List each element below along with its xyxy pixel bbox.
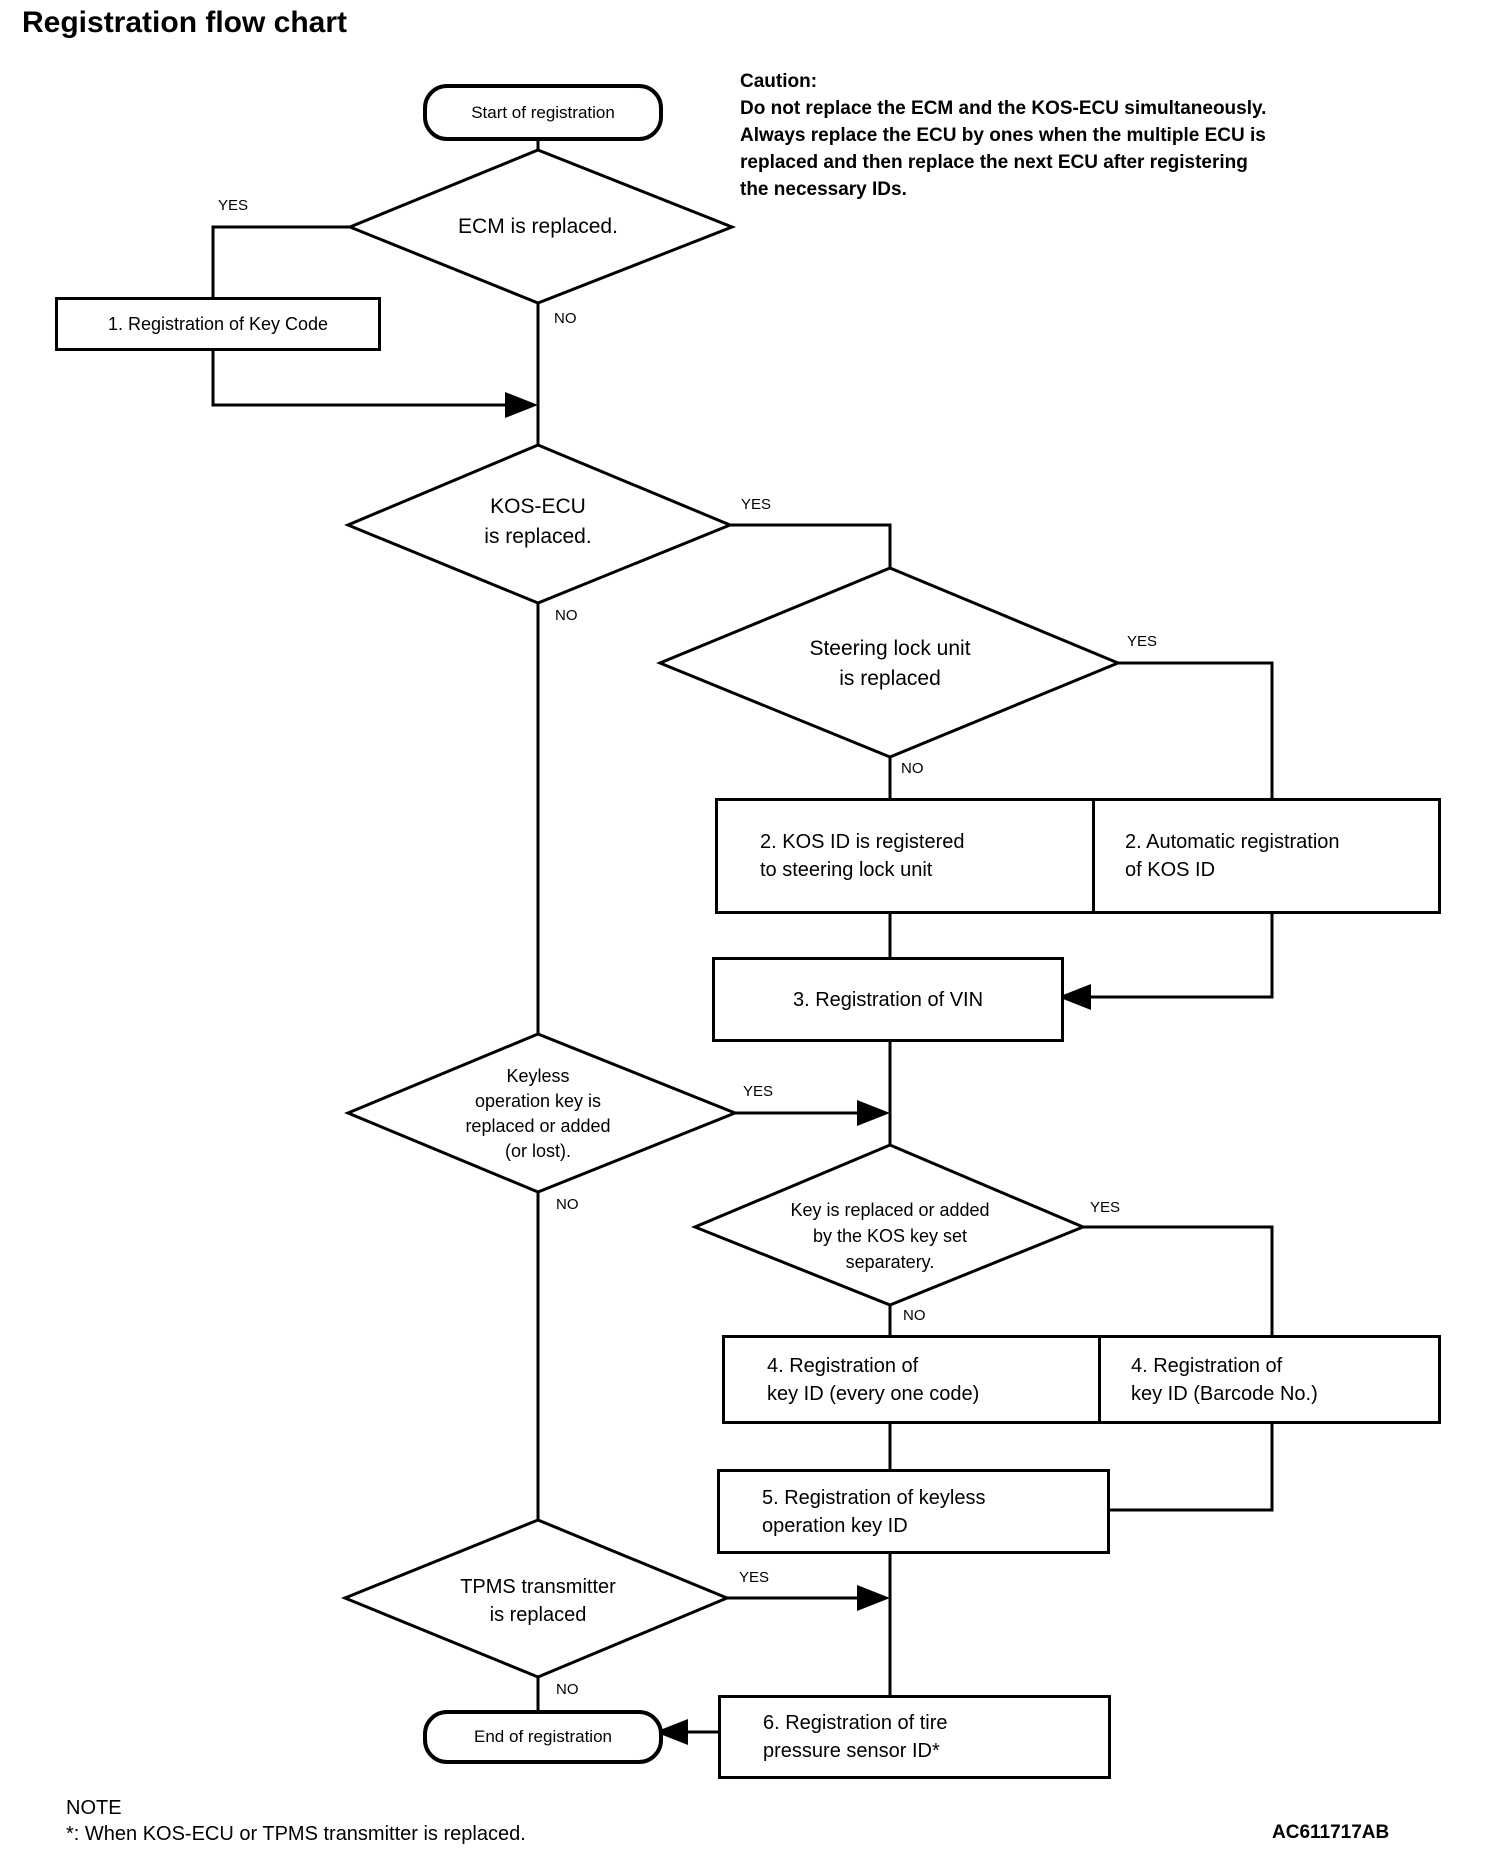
edge-label-keyless-no: NO — [556, 1196, 579, 1213]
flow-line-steering-yes — [1118, 661, 1274, 798]
process-4a-box: 4. Registration of key ID (every one cod… — [722, 1335, 1116, 1424]
decision-steering-line: is replaced — [839, 667, 941, 690]
arrowhead-icon — [857, 1585, 890, 1611]
process-6-line: pressure sensor ID* — [763, 1740, 940, 1762]
terminal-end: End of registration — [423, 1710, 663, 1764]
edge-label-ecm-yes: YES — [218, 197, 249, 214]
arrowhead-icon — [1058, 984, 1091, 1010]
terminal-start: Start of registration — [423, 84, 663, 141]
edge-label-tpms-yes: YES — [739, 1569, 770, 1586]
note-text: *: When KOS-ECU or TPMS transmitter is r… — [66, 1823, 526, 1845]
decision-tpms-label: TPMS transmitter is replaced — [408, 1573, 668, 1629]
decision-key-line: Key is replaced or added — [790, 1200, 990, 1220]
edge-label-steering-no: NO — [901, 760, 924, 777]
decision-kos-shape — [344, 443, 734, 605]
decision-ecm-label: ECM is replaced. — [458, 215, 618, 238]
edge-label-tpms-no: NO — [556, 1681, 579, 1698]
process-3-label: 3. Registration of VIN — [792, 988, 984, 1011]
process-4a-line: 4. Registration of — [767, 1354, 919, 1377]
process-2a-line: to steering lock unit — [760, 859, 933, 881]
decision-keyless-label: Keyless operation key is replaced or add… — [408, 1064, 668, 1164]
flow-line-kos-yes — [730, 523, 892, 568]
edge-label-keyless-yes: YES — [743, 1083, 774, 1100]
note-heading: NOTE — [66, 1797, 122, 1819]
edge-label-steering-yes: YES — [1127, 633, 1158, 650]
process-6-line: 6. Registration of tire — [763, 1712, 948, 1734]
process-4b-line: 4. Registration of — [1131, 1354, 1283, 1377]
process-2a-box: 2. KOS ID is registered to steering lock… — [715, 798, 1110, 914]
arrowhead-icon — [655, 1719, 688, 1745]
decision-key-line: by the KOS key set — [812, 1226, 968, 1246]
process-4b-box: 4. Registration of key ID (Barcode No.) — [1098, 1335, 1441, 1424]
figure-code: AC611717AB — [1272, 1822, 1390, 1843]
process-5-line: 5. Registration of keyless — [762, 1486, 986, 1509]
decision-tpms-shape — [341, 1518, 731, 1679]
decision-keyless-line: Keyless — [506, 1066, 570, 1086]
decision-kos-label: KOS-ECU is replaced. — [413, 492, 663, 552]
flow-line-key-yes — [1083, 1225, 1274, 1335]
arrowhead-icon — [857, 1100, 890, 1126]
decision-tpms-line: TPMS transmitter — [460, 1576, 616, 1598]
decision-tpms-line: is replaced — [489, 1604, 587, 1626]
decision-keyless-line: operation key is — [474, 1091, 602, 1111]
decision-kos-line: is replaced. — [484, 525, 592, 548]
page-title: Registration flow chart — [22, 6, 348, 39]
decision-steering-line: Steering lock unit — [809, 637, 971, 660]
edge-label-kos-yes: YES — [741, 496, 772, 513]
edge-label-key-no: NO — [903, 1307, 926, 1324]
flow-line-p4b-p5 — [1095, 1418, 1274, 1512]
process-6-box: 6. Registration of tire pressure sensor … — [718, 1695, 1111, 1779]
note: NOTE *: When KOS-ECU or TPMS transmitter… — [66, 1795, 526, 1847]
process-1-box: 1. Registration of Key Code — [55, 297, 381, 351]
process-4b-line: key ID (Barcode No.) — [1131, 1382, 1318, 1405]
flow-line-p1-merge — [211, 345, 505, 407]
process-5-line: operation key ID — [762, 1514, 908, 1537]
decision-steering-label: Steering lock unit is replaced — [740, 634, 1040, 694]
caution-line: Do not replace the ECM and the KOS-ECU s… — [740, 98, 1267, 119]
caution-note: Caution: Do not replace the ECM and the … — [740, 68, 1266, 203]
caution-line: Always replace the ECU by ones when the … — [740, 125, 1266, 146]
caution-heading: Caution: — [740, 71, 818, 92]
process-5-box: 5. Registration of keyless operation key… — [717, 1469, 1110, 1554]
edge-label-ecm-no: NO — [554, 310, 577, 327]
edge-label-kos-no: NO — [555, 607, 578, 624]
decision-kos-line: KOS-ECU — [490, 495, 586, 518]
caution-line: the necessary IDs. — [740, 179, 907, 200]
flow-line-ecm-yes — [211, 225, 350, 297]
decision-keyless-line: replaced or added — [465, 1116, 611, 1136]
flow-line-p2b-p3 — [1091, 908, 1274, 999]
process-1-label: 1. Registration of Key Code — [107, 314, 329, 334]
decision-shapes — [341, 148, 1122, 1679]
decision-keyless-line: (or lost). — [504, 1141, 571, 1161]
decision-steering-shape — [656, 566, 1122, 759]
decision-key-shape — [691, 1143, 1087, 1307]
process-2b-line: 2. Automatic registration — [1125, 831, 1340, 853]
decision-key-line: separatery. — [845, 1252, 935, 1272]
process-2a-line: 2. KOS ID is registered — [760, 831, 965, 853]
process-2b-box: 2. Automatic registration of KOS ID — [1092, 798, 1441, 914]
process-2b-line: of KOS ID — [1125, 859, 1216, 881]
decision-keyless-shape — [344, 1032, 740, 1194]
caution-line: replaced and then replace the next ECU a… — [740, 152, 1248, 173]
process-4a-line: key ID (every one code) — [767, 1382, 980, 1405]
decision-ecm-shape — [346, 148, 737, 305]
decision-key-label: Key is replaced or added by the KOS key … — [740, 1197, 1040, 1275]
flow-connectors — [211, 133, 1274, 1734]
arrowhead-icon — [505, 392, 538, 418]
edge-label-key-yes: YES — [1090, 1199, 1121, 1216]
process-3-box: 3. Registration of VIN — [712, 957, 1064, 1042]
